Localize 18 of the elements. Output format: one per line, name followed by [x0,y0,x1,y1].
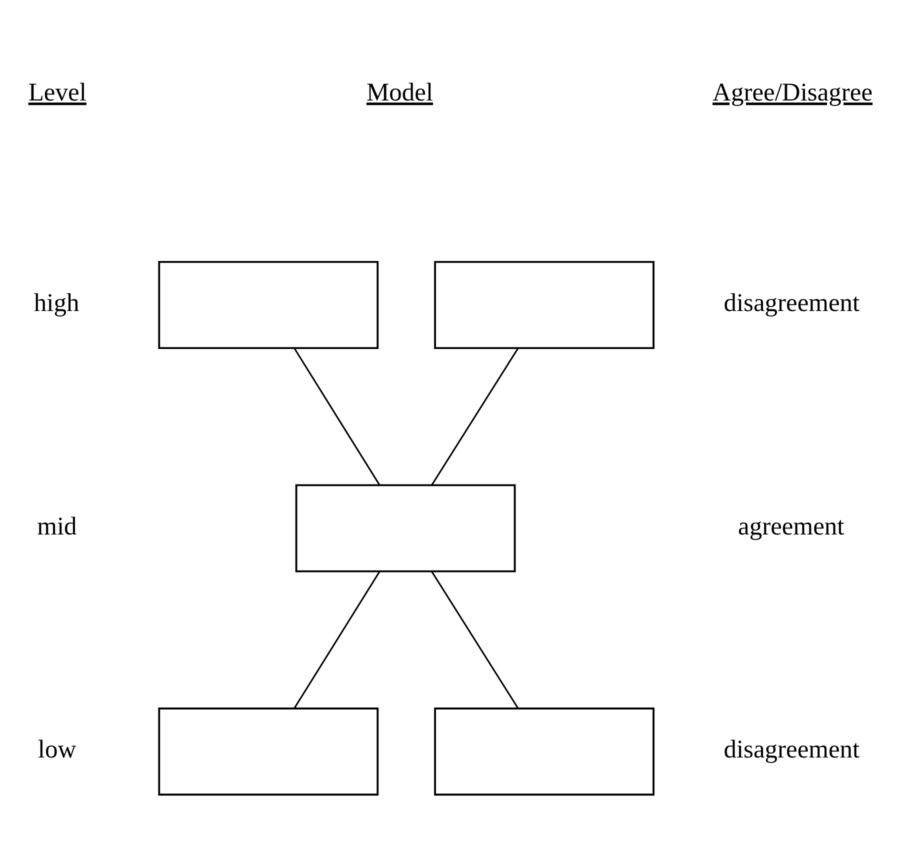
node-box [158,261,379,350]
label: disagreement [724,288,860,318]
label: Model [366,78,434,107]
node-box [434,708,654,796]
label: mid [37,511,77,540]
label: disagreement [724,734,860,764]
connector [294,571,380,709]
connector [294,348,380,486]
node-box [158,708,379,796]
connector [431,571,519,709]
label: Agree/Disagree [712,78,873,107]
label: Level [28,78,86,107]
label: agreement [738,511,844,540]
connector [431,348,519,486]
node-box [295,484,516,572]
node-box [434,261,654,350]
label: high [34,288,80,318]
label: low [38,734,76,764]
